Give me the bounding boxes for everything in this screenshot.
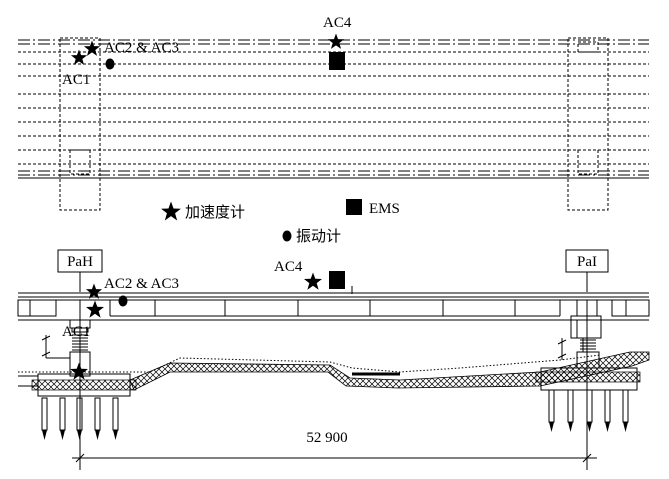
elevation-view: PaH PaI: [17, 249, 650, 470]
ems-square-icon: [329, 52, 345, 70]
pier-label-pai: PaI: [577, 254, 597, 270]
legend-ems-label: EMS: [369, 201, 400, 217]
elev-label-ac1: AC1: [62, 324, 90, 340]
ground-profile: [129, 351, 650, 391]
plan-label-ac1: AC1: [62, 72, 90, 88]
elev-ac4-star-icon: [304, 272, 322, 290]
vibrometer-dot-icon: [105, 58, 115, 70]
legend-accelerometer-star-icon: [161, 201, 181, 221]
elev-label-ac4: AC4: [274, 259, 303, 275]
elev-label-ac2-ac3: AC2 & AC3: [104, 276, 179, 292]
legend-accelerometer-label: 加速度计: [185, 203, 245, 221]
legend-ems-square-icon: [346, 199, 362, 215]
legend-vibrometer-label: 振动计: [296, 227, 341, 245]
elev-ac3-star-icon: [86, 300, 104, 318]
elev-vibrometer-dot-icon: [118, 295, 128, 307]
legend-vibrometer-dot-icon: [282, 230, 292, 242]
right-piles: [548, 389, 629, 432]
ac4-star-icon: [327, 33, 345, 49]
plan-view: AC2 & AC3 AC1 AC4: [18, 15, 649, 211]
plan-label-ac2-ac3: AC2 & AC3: [104, 40, 179, 56]
span-dimension-label: 52 900: [306, 430, 347, 446]
ac2-ac3-star-icon: [83, 40, 101, 56]
elev-ems-square-icon: [329, 271, 345, 289]
elev-ac1-star-icon: [70, 362, 88, 380]
plan-label-ac4: AC4: [323, 15, 352, 31]
pier-label-pah: PaH: [67, 254, 93, 270]
legend: 加速度计 EMS 振动计: [161, 199, 400, 245]
